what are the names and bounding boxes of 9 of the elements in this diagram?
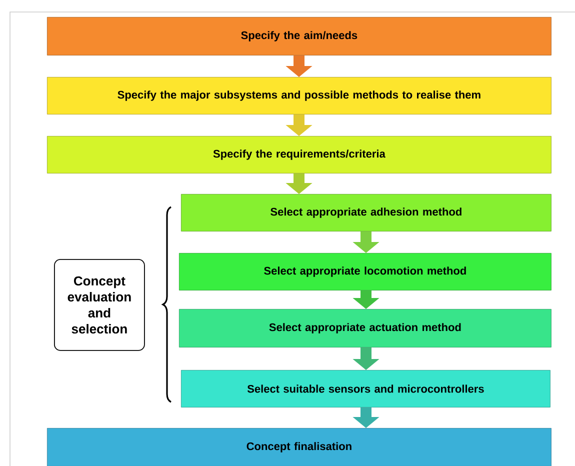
process-box: Select appropriate actuation method [179, 309, 552, 348]
process-box: Select appropriate locomotion method [179, 253, 552, 290]
process-box: Specify the requirements/criteria [47, 136, 552, 174]
group-label-box: Concept evaluation and selection [54, 259, 145, 351]
process-box: Specify the aim/needs [47, 17, 552, 56]
process-box: Select suitable sensors and microcontrollers [181, 370, 550, 408]
process-box: Concept finalisation [47, 428, 552, 466]
process-box: Select appropriate adhesion method [181, 194, 552, 232]
process-box: Specify the major subsystems and possible methods to realise them [47, 77, 552, 114]
